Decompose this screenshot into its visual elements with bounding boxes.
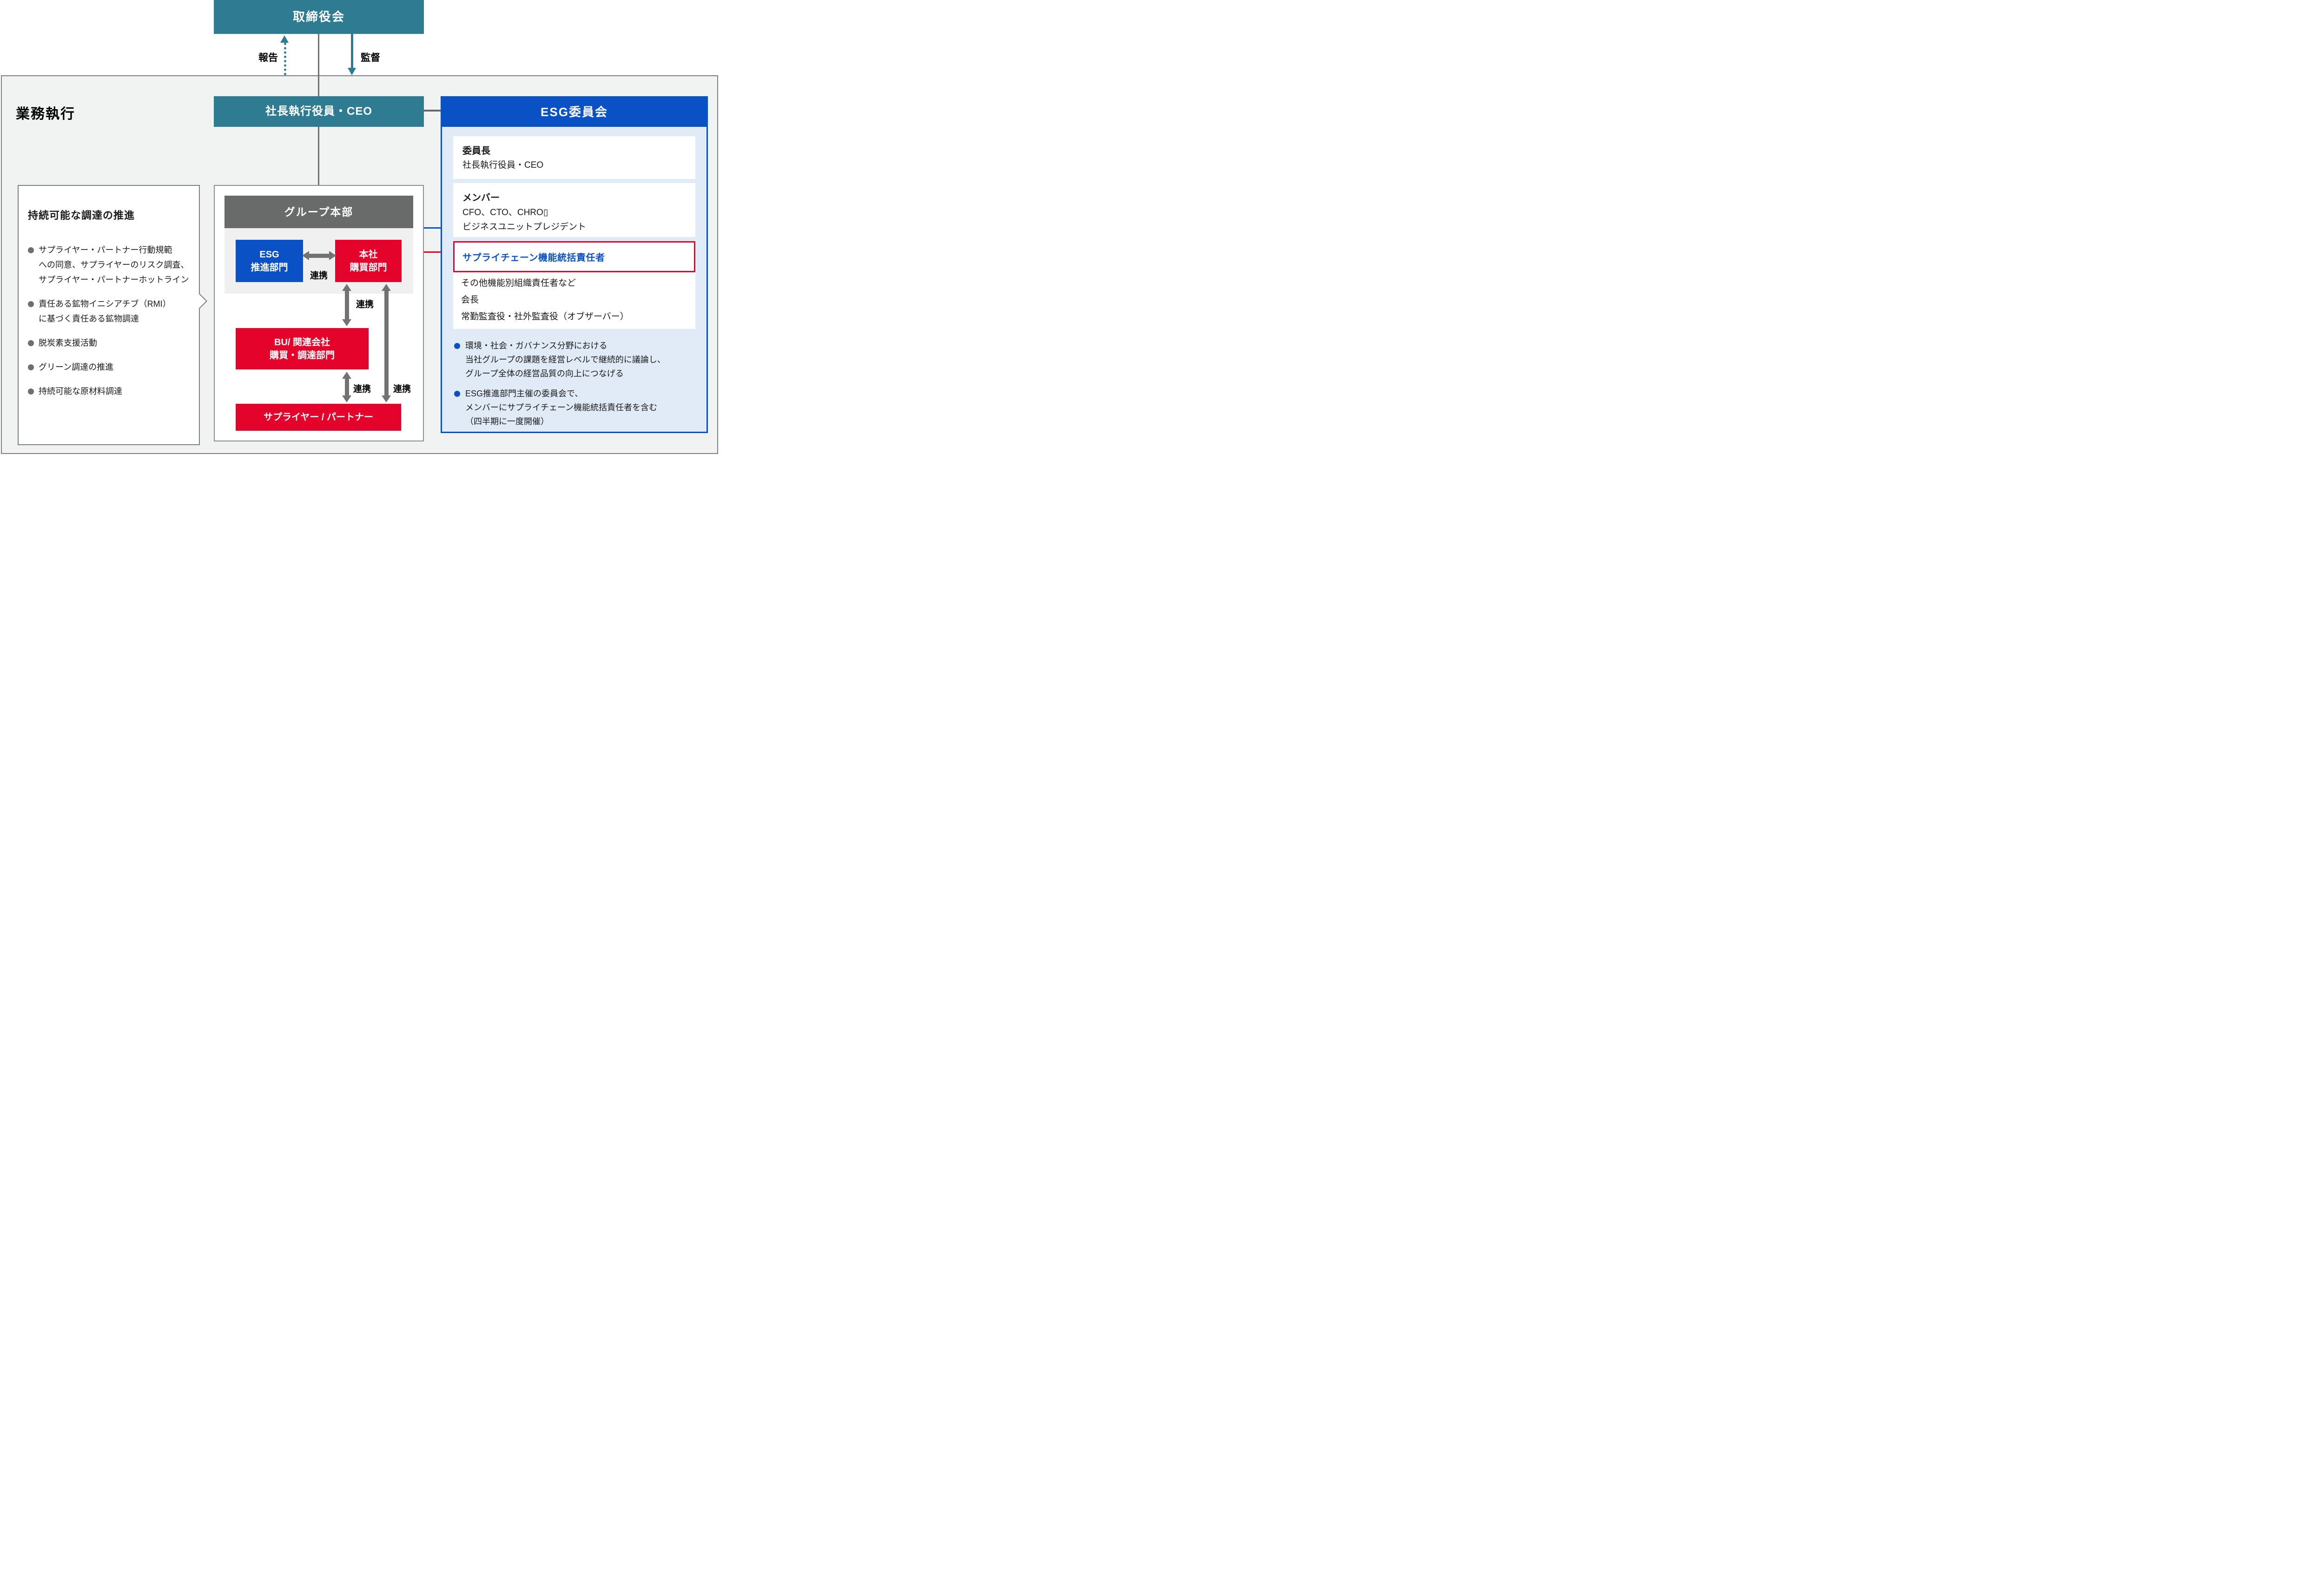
collab-arrowhead-up3-icon [382, 284, 391, 291]
report-arrow-icon [284, 43, 286, 75]
report-arrowhead-icon [280, 35, 289, 43]
callout-bullet-line: 責任ある鉱物イニシアチブ（RMI） [39, 299, 171, 309]
collab-arrowhead-down1-icon [342, 319, 351, 326]
callout-bullet: 持続可能な原材料調達 [28, 384, 190, 399]
other-members-line: 会長 [461, 295, 479, 305]
committee-note-line: （四半期に一度開催） [465, 417, 549, 426]
supply-chain-head-box: サプライチェーン機能統括責任者 [453, 241, 695, 272]
bullet-dot-icon [28, 388, 34, 395]
callout-bullet-line: グリーン調達の推進 [39, 362, 114, 372]
esg-promotion-dept-box: ESG 推進部門 [236, 240, 303, 282]
other-members-line: 常勤監査役・社外監査役（オブザーバー） [461, 312, 629, 322]
bu-box-line: 購買・調達部門 [270, 350, 335, 361]
connector-board-ceo [318, 34, 319, 96]
callout-bullet-line: 持続可能な原材料調達 [39, 387, 122, 396]
connector-ceo-grouphq [318, 127, 319, 196]
other-members-list: その他機能別組織責任者など 会長 常勤監査役・社外監査役（オブザーバー） [453, 272, 695, 329]
callout-title: 持続可能な調達の推進 [28, 210, 135, 221]
bullet-dot-icon [28, 247, 34, 253]
collab-arrow-horizontal-icon [309, 254, 329, 258]
bullet-dot-icon [454, 343, 460, 349]
committee-note-line: 当社グループの課題を経営レベルで継続的に議論し、 [465, 355, 666, 364]
supplier-partner-box: サプライヤー / パートナー [236, 404, 401, 431]
members-title: メンバー [462, 193, 500, 203]
supervise-label: 監督 [361, 53, 380, 63]
collab-label: 連携 [310, 271, 328, 281]
collab-arrow-v1-icon [345, 290, 349, 320]
esg-dept-line: 推進部門 [251, 262, 288, 273]
board-of-directors-box: 取締役会 [214, 0, 424, 34]
callout-bullet: グリーン調達の推進 [28, 360, 190, 375]
bullet-dot-icon [454, 391, 460, 397]
members-line: CFO、CTO、CHRO▯ [462, 208, 548, 217]
callout-bullet: 責任ある鉱物イニシアチブ（RMI） に基づく責任ある鉱物調達 [28, 296, 190, 326]
report-label: 報告 [258, 53, 278, 63]
bu-box-line: BU/ 関連会社 [274, 337, 330, 348]
collab-arrowhead-down3-icon [382, 395, 391, 402]
collab-arrowhead-left-icon [302, 251, 309, 260]
hq-purchasing-dept-box: 本社 購買部門 [335, 240, 402, 282]
committee-note: ESG推進部門主催の委員会で、 メンバーにサプライチェーン機能統括責任者を含む … [453, 387, 695, 428]
hq-purchasing-line: 本社 [359, 249, 378, 260]
members-line: ビジネスユニットプレジデント [462, 222, 587, 232]
sustainable-procurement-callout: 持続可能な調達の推進 サプライヤー・パートナー行動規範 への同意、サプライヤーの… [18, 185, 207, 445]
chair-card: 委員長 社長執行役員・CEO [453, 136, 695, 179]
bullet-dot-icon [28, 364, 34, 370]
hq-purchasing-line: 購買部門 [350, 262, 387, 273]
supply-chain-head-label: サプライチェーン機能統括責任者 [462, 253, 605, 263]
connector-ceo-esgpanel [424, 110, 441, 112]
callout-bullet-line: サプライヤー・パートナーホットライン [39, 275, 189, 284]
execution-region-title: 業務執行 [16, 106, 75, 122]
committee-note-line: 環境・社会・ガバナンス分野における [465, 341, 607, 350]
collab-label: 連携 [356, 300, 374, 309]
collab-arrowhead-down2-icon [342, 395, 351, 402]
bullet-dot-icon [28, 301, 34, 307]
callout-bullet-line: 脱炭素支援活動 [39, 338, 97, 348]
esg-committee-title: ESG委員会 [442, 98, 706, 127]
collab-arrowhead-up2-icon [342, 372, 351, 379]
collab-arrow-v2-icon [345, 378, 349, 395]
esg-committee-panel: ESG委員会 委員長 社長執行役員・CEO メンバー CFO、CTO、CHRO▯… [441, 96, 708, 433]
callout-bullet: サプライヤー・パートナー行動規範 への同意、サプライヤーのリスク調査、 サプライ… [28, 243, 190, 287]
committee-note-line: グループ全体の経営品質の向上につなげる [465, 369, 624, 378]
chair-body: 社長執行役員・CEO [462, 160, 544, 170]
collab-label: 連携 [353, 384, 371, 394]
callout-bullet-line: サプライヤー・パートナー行動規範 [39, 245, 172, 255]
committee-note: 環境・社会・ガバナンス分野における 当社グループの課題を経営レベルで継続的に議論… [453, 339, 695, 381]
members-card: メンバー CFO、CTO、CHRO▯ ビジネスユニットプレジデント [453, 183, 695, 237]
collab-label: 連携 [393, 384, 411, 394]
connector-purchasing-schead [401, 251, 458, 253]
chair-title: 委員長 [462, 146, 490, 156]
supervise-arrow-icon [351, 34, 353, 68]
committee-note-line: メンバーにサプライチェーン機能統括責任者を含む [465, 403, 658, 412]
committee-note-line: ESG推進部門主催の委員会で、 [465, 389, 583, 398]
committee-notes: 環境・社会・ガバナンス分野における 当社グループの課題を経営レベルで継続的に議論… [453, 333, 695, 428]
esg-dept-line: ESG [259, 249, 279, 260]
bullet-dot-icon [28, 340, 34, 346]
callout-bullet-line: への同意、サプライヤーのリスク調査、 [39, 260, 189, 270]
callout-bullet-line: に基づく責任ある鉱物調達 [39, 314, 139, 323]
supervise-arrowhead-icon [348, 68, 356, 75]
collab-arrowhead-right-icon [329, 251, 336, 260]
ceo-box: 社長執行役員・CEO [214, 96, 424, 127]
esg-committee-body: 委員長 社長執行役員・CEO メンバー CFO、CTO、CHRO▯ ビジネスユニ… [442, 127, 706, 428]
collab-arrowhead-up1-icon [342, 284, 351, 291]
group-hq-box: グループ本部 [224, 196, 413, 228]
other-members-line: その他機能別組織責任者など [461, 278, 576, 288]
callout-bullet: 脱炭素支援活動 [28, 336, 190, 350]
governance-diagram: 業務執行 報告 監督 取締役会 社長執行役員・CEO 持続可能な調達の推進 サプ… [0, 0, 720, 455]
supply-chain-card: サプライチェーン機能統括責任者 その他機能別組織責任者など 会長 常勤監査役・社… [453, 241, 695, 329]
collab-arrow-long-icon [384, 290, 389, 395]
bu-purchasing-dept-box: BU/ 関連会社 購買・調達部門 [236, 328, 369, 369]
